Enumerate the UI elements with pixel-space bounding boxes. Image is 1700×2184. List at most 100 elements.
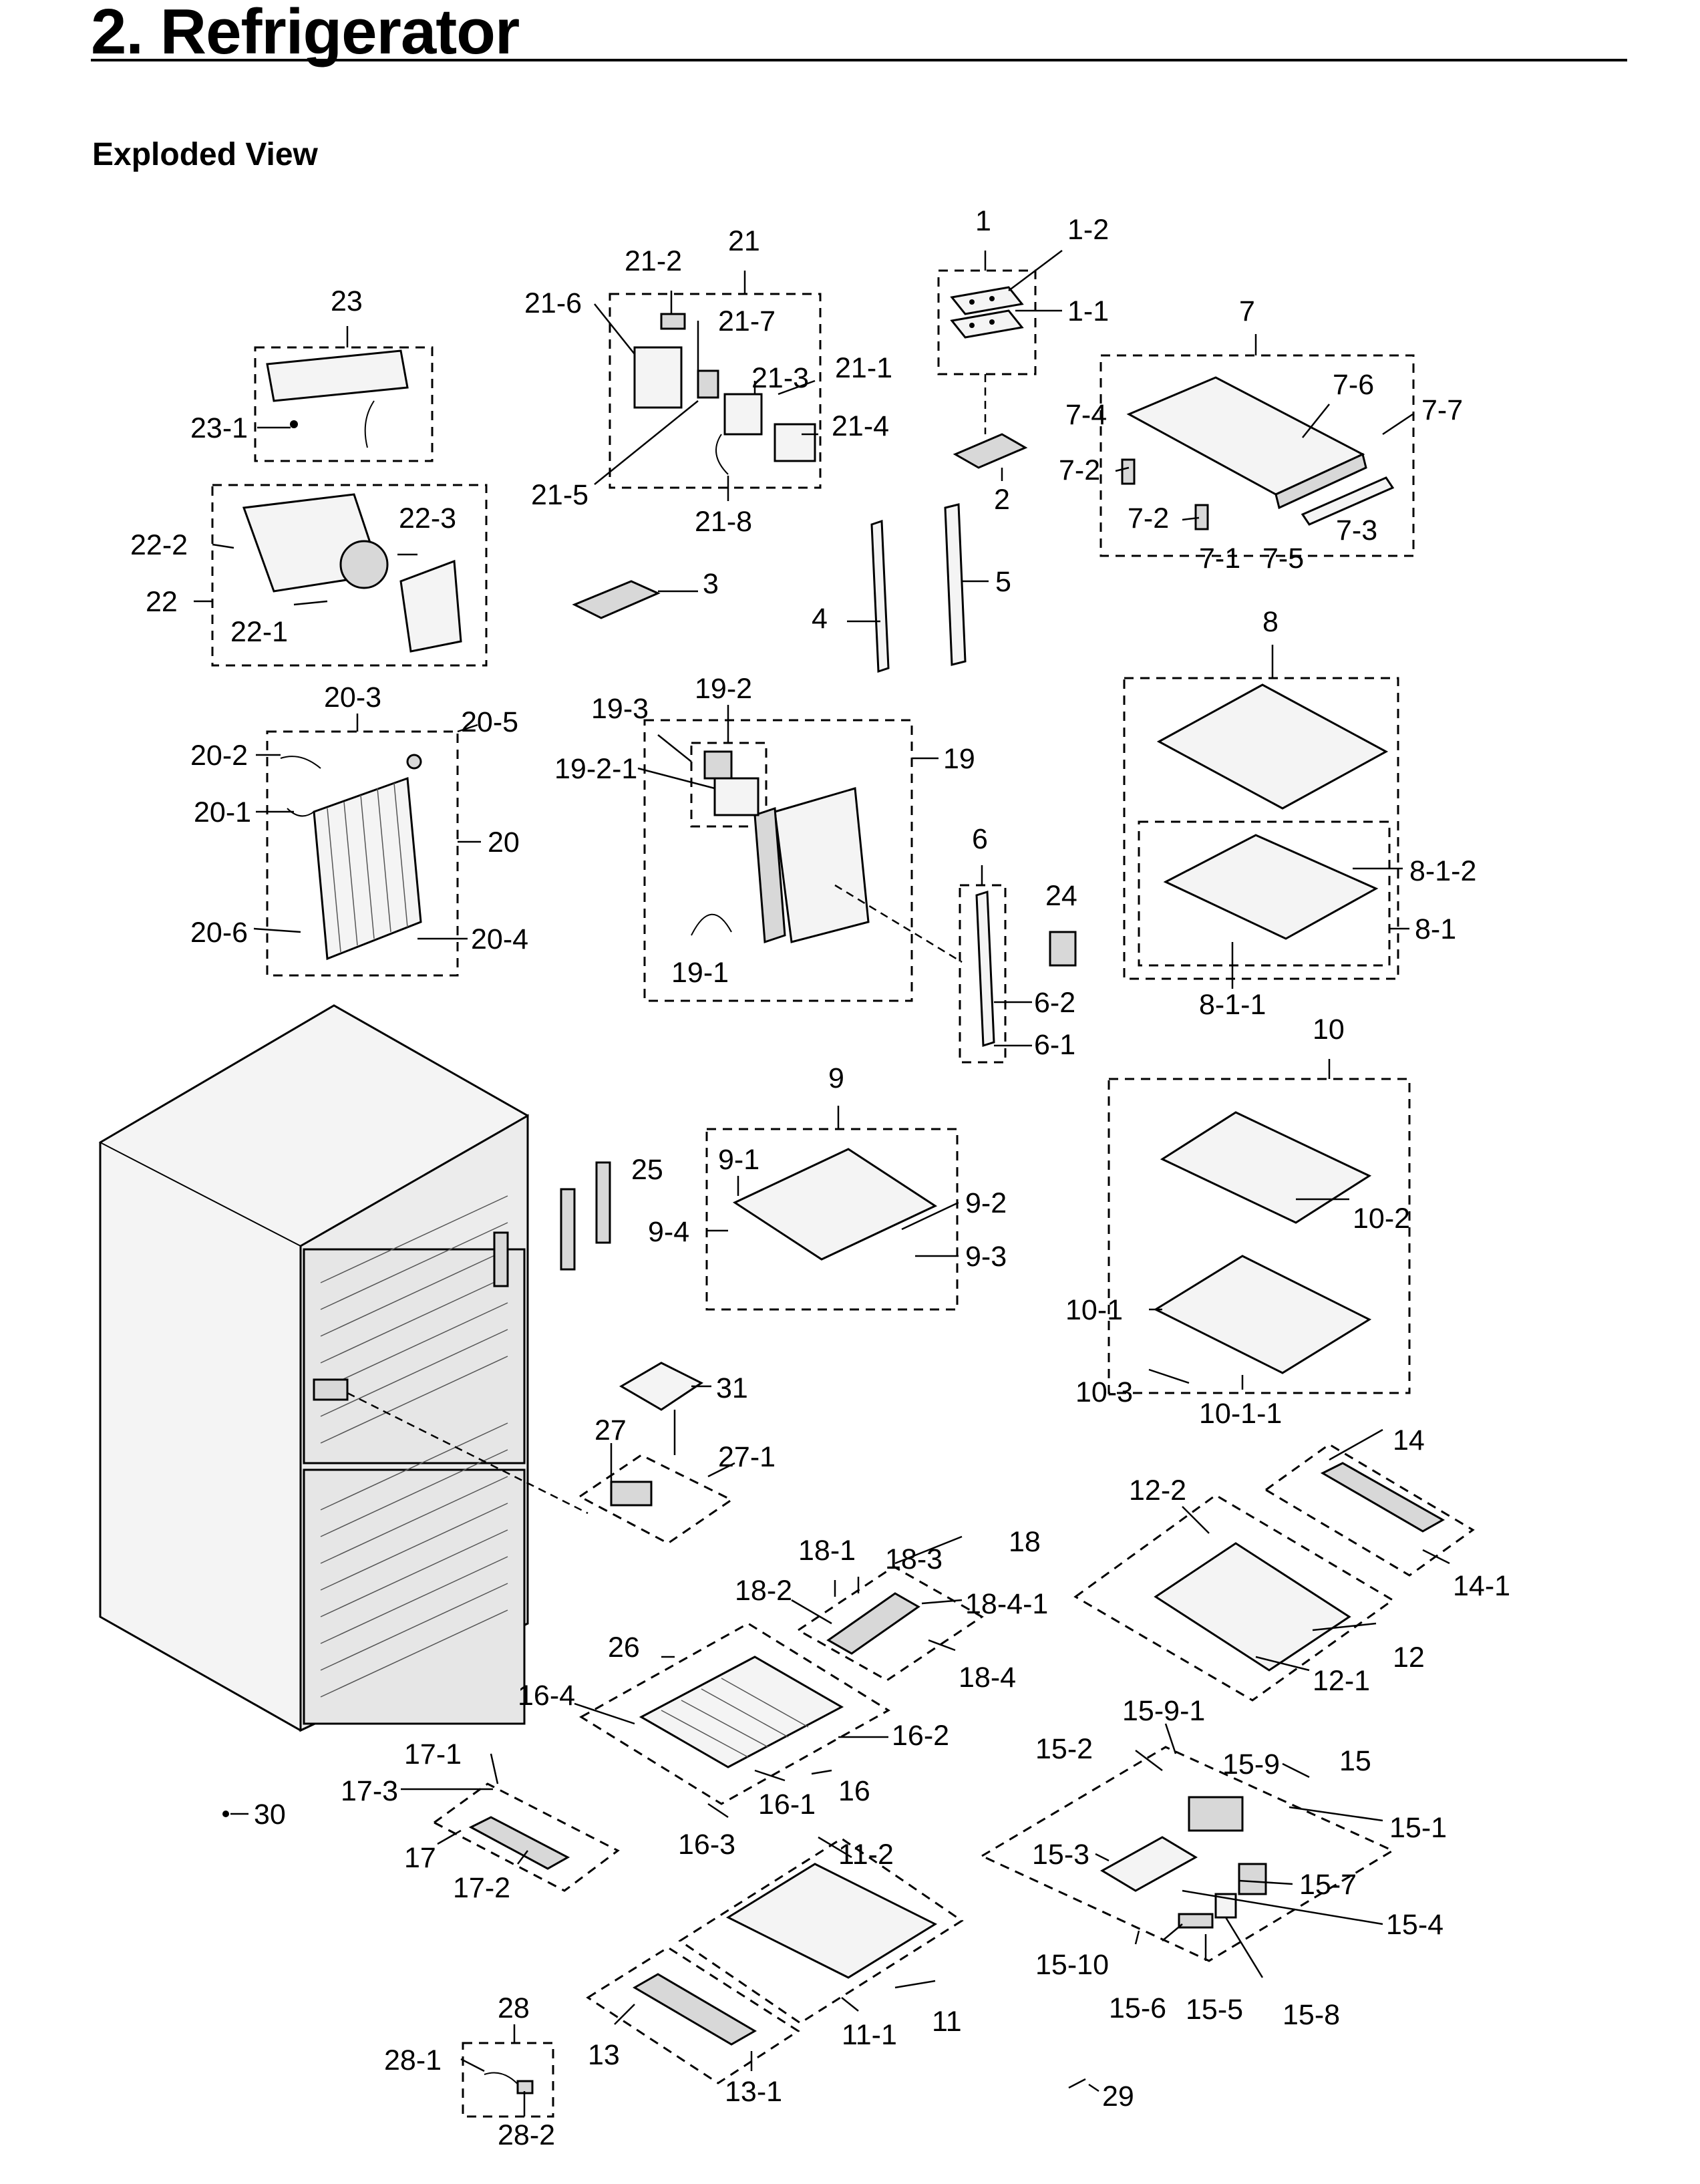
- group-box-8-1: [1138, 820, 1391, 967]
- label-16-4: 16-4: [518, 1680, 575, 1712]
- label-15-8: 15-8: [1283, 1999, 1340, 2031]
- group-box-22: [211, 484, 488, 667]
- label-19-2: 19-2: [695, 673, 752, 705]
- label-6-1: 6-1: [1034, 1029, 1075, 1061]
- label-10-2: 10-2: [1353, 1203, 1410, 1235]
- part-16-basket: [639, 1656, 844, 1768]
- part-6-rail: [975, 890, 995, 1048]
- label-15-5: 15-5: [1186, 1994, 1243, 2026]
- label-15-7: 15-7: [1299, 1869, 1357, 1901]
- group-box-21: [609, 293, 822, 489]
- label-29: 29: [1102, 2080, 1134, 2113]
- group-box-20: [266, 730, 459, 977]
- label-27-1: 27-1: [718, 1441, 776, 1473]
- group-box-18: [796, 1565, 984, 1682]
- label-19-2-1: 19-2-1: [554, 753, 637, 785]
- group-box-28: [462, 2042, 554, 2118]
- label-18: 18: [1009, 1526, 1041, 1558]
- label-3: 3: [703, 568, 719, 600]
- label-20: 20: [488, 826, 520, 859]
- label-10-1: 10-1: [1065, 1294, 1123, 1326]
- label-7-6: 7-6: [1333, 369, 1374, 401]
- label-13: 13: [588, 2039, 620, 2071]
- group-box-12: [1073, 1494, 1395, 1702]
- group-box-17: [432, 1782, 620, 1892]
- label-18-1: 18-1: [798, 1535, 856, 1567]
- label-21-6: 21-6: [524, 287, 582, 319]
- label-26: 26: [608, 1631, 640, 1664]
- label-17: 17: [404, 1842, 436, 1874]
- label-16-3: 16-3: [678, 1829, 735, 1861]
- part-25-strip: [560, 1188, 576, 1271]
- part-30-screw: [222, 1811, 229, 1817]
- label-20-5: 20-5: [461, 706, 518, 738]
- label-15-6: 15-6: [1109, 1992, 1166, 2024]
- label-20-1: 20-1: [194, 796, 251, 828]
- label-9: 9: [828, 1062, 844, 1094]
- part-13-rail: [633, 1973, 757, 2046]
- part-7-cover-assembly: [1121, 376, 1395, 530]
- label-7-1: 7-1: [1199, 542, 1240, 575]
- label-7-2b: 7-2: [1128, 502, 1169, 534]
- label-7-3: 7-3: [1336, 514, 1377, 547]
- part-10-drawer-assembly: [1153, 1111, 1372, 1374]
- label-22-3: 22-3: [399, 502, 456, 534]
- group-box-15: [979, 1746, 1395, 1962]
- label-15-2: 15-2: [1035, 1733, 1093, 1765]
- label-13-1: 13-1: [725, 2076, 782, 2108]
- label-16: 16: [838, 1775, 870, 1807]
- label-2: 2: [994, 484, 1010, 516]
- label-10-1-1: 10-1-1: [1199, 1398, 1282, 1430]
- label-9-1: 9-1: [718, 1144, 759, 1176]
- label-28-1: 28-1: [384, 2044, 442, 2076]
- part-23-ice-maker: [266, 349, 409, 448]
- part-4-rail: [870, 519, 890, 673]
- title-underline: [91, 59, 1627, 61]
- part-25-strip-2: [595, 1161, 611, 1244]
- label-15: 15: [1339, 1745, 1371, 1777]
- label-7-2a: 7-2: [1059, 454, 1100, 486]
- group-box-27: [578, 1454, 733, 1545]
- label-20-6: 20-6: [190, 917, 248, 949]
- label-28: 28: [498, 1992, 530, 2024]
- label-21-1: 21-1: [835, 352, 892, 384]
- label-21-5: 21-5: [531, 479, 588, 511]
- label-27: 27: [594, 1414, 627, 1446]
- group-box-23: [254, 346, 434, 462]
- label-19-3: 19-3: [591, 693, 649, 725]
- label-21-7: 21-7: [718, 305, 776, 337]
- label-21-4: 21-4: [832, 410, 889, 442]
- label-16-2: 16-2: [892, 1720, 949, 1752]
- label-18-4: 18-4: [959, 1662, 1016, 1694]
- label-30: 30: [254, 1799, 286, 1831]
- label-11-1: 11-1: [842, 2019, 897, 2051]
- label-20-3: 20-3: [324, 681, 381, 714]
- label-8-1: 8-1: [1415, 913, 1456, 945]
- part-8-shelf: [1156, 683, 1389, 810]
- label-9-4: 9-4: [648, 1216, 689, 1248]
- label-20-4: 20-4: [471, 923, 528, 955]
- label-17-1: 17-1: [404, 1738, 462, 1770]
- label-7-4: 7-4: [1065, 399, 1107, 431]
- group-box-9: [705, 1128, 959, 1311]
- label-8-1-1: 8-1-1: [1199, 989, 1266, 1021]
- label-16-1: 16-1: [758, 1788, 816, 1821]
- label-11-2: 11-2: [838, 1839, 894, 1871]
- group-box-8: [1123, 677, 1399, 980]
- group-box-11: [678, 1837, 964, 2024]
- label-15-3: 15-3: [1032, 1839, 1089, 1871]
- label-18-3: 18-3: [885, 1543, 943, 1575]
- label-31: 31: [716, 1372, 748, 1404]
- label-18-4-1: 18-4-1: [965, 1588, 1048, 1620]
- label-10-3: 10-3: [1075, 1376, 1133, 1408]
- group-box-16: [579, 1622, 890, 1805]
- page-title: 2. Refrigerator: [91, 0, 520, 67]
- group-box-10: [1108, 1078, 1411, 1394]
- part-3-bracket: [572, 580, 661, 619]
- part-31-bracket: [619, 1362, 703, 1411]
- label-21-2: 21-2: [625, 245, 682, 277]
- part-28-sensor: [484, 2072, 522, 2088]
- label-1-2: 1-2: [1067, 214, 1109, 246]
- refrigerator-cabinet: [98, 1004, 530, 1732]
